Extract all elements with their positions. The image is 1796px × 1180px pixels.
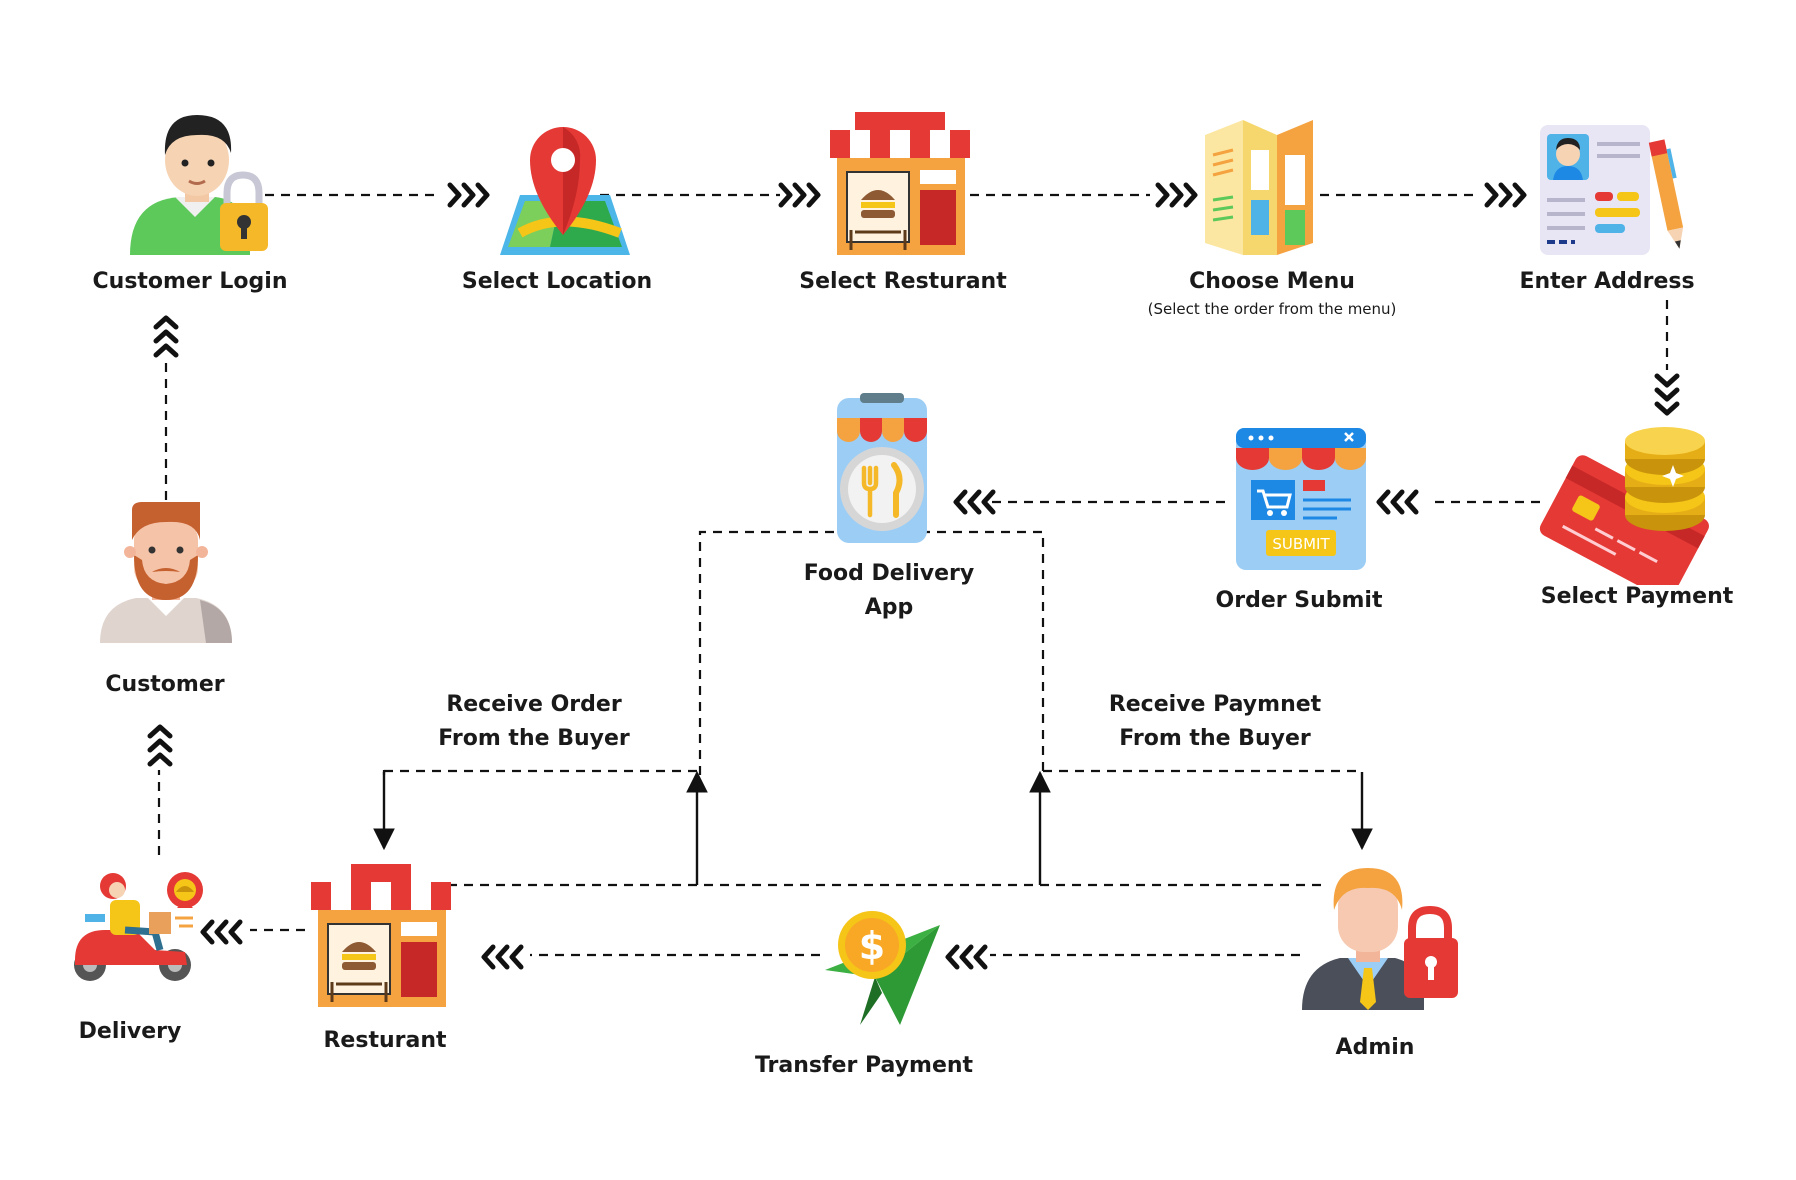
order-submit-label: Order Submit [1215, 588, 1383, 613]
map-pin-icon [500, 127, 630, 255]
dollar-paper-plane-icon: $ [825, 911, 940, 1025]
chevrons-right-1 [447, 182, 490, 208]
customer-label: Customer [105, 672, 225, 697]
user-lock-icon [130, 115, 268, 255]
choose-menu-sublabel: (Select the order from the menu) [1147, 300, 1397, 318]
customer-login-label: Customer Login [92, 269, 288, 294]
receive-payment-line2: From the Buyer [1119, 726, 1311, 751]
chevrons-right-4 [1484, 182, 1527, 208]
chevrons-right-2 [778, 182, 821, 208]
food-delivery-app-line1: Food Delivery [803, 561, 975, 586]
food-app-phone-icon [837, 393, 927, 543]
bearded-man-icon [100, 502, 232, 643]
menu-brochure-icon [1205, 120, 1313, 255]
chevrons-up-2 [147, 724, 173, 767]
storefront-icon [830, 112, 970, 255]
select-payment-label: Select Payment [1540, 584, 1734, 609]
admin-lock-icon [1302, 868, 1458, 1010]
receive-order-line2: From the Buyer [438, 726, 630, 751]
chevrons-left-5 [200, 919, 243, 945]
restaurant-label: Resturant [323, 1028, 447, 1053]
select-restaurant-label: Select Resturant [799, 269, 1007, 294]
storefront-icon [311, 864, 451, 1007]
choose-menu-label: Choose Menu (Select the order from the m… [1148, 265, 1397, 319]
receive-order-annotation: Receive Order From the Buyer [438, 688, 629, 756]
food-delivery-app-line2: App [864, 595, 914, 620]
svg-text:$: $ [859, 924, 885, 968]
app-branch-frame [698, 530, 1045, 775]
chevrons-right-3 [1155, 182, 1198, 208]
chevrons-down [1654, 373, 1680, 416]
receive-order-line1: Receive Order [446, 692, 622, 717]
choose-menu-title: Choose Menu [1189, 269, 1355, 294]
chevrons-left-4 [481, 944, 524, 970]
enter-address-label: Enter Address [1519, 269, 1695, 294]
chevrons-up-1 [153, 315, 179, 358]
receive-payment-annotation: Receive Paymnet From the Buyer [1109, 688, 1321, 756]
admin-label: Admin [1335, 1035, 1415, 1060]
card-coins-icon [1539, 427, 1709, 585]
transfer-payment-label: Transfer Payment [754, 1053, 974, 1078]
address-card-pen-icon [1540, 125, 1684, 255]
delivery-scooter-icon [74, 872, 203, 981]
select-location-label: Select Location [461, 269, 653, 294]
receive-payment-line1: Receive Paymnet [1108, 692, 1322, 717]
order-submit-screen-icon: SUBMIT [1236, 428, 1366, 570]
delivery-label: Delivery [78, 1019, 182, 1044]
chevrons-left-1 [1376, 489, 1419, 515]
chevrons-left-3 [945, 944, 988, 970]
submit-button-text: SUBMIT [1272, 535, 1330, 553]
chevrons-left-2 [953, 489, 996, 515]
food-delivery-app-label: Food Delivery App [804, 557, 975, 625]
